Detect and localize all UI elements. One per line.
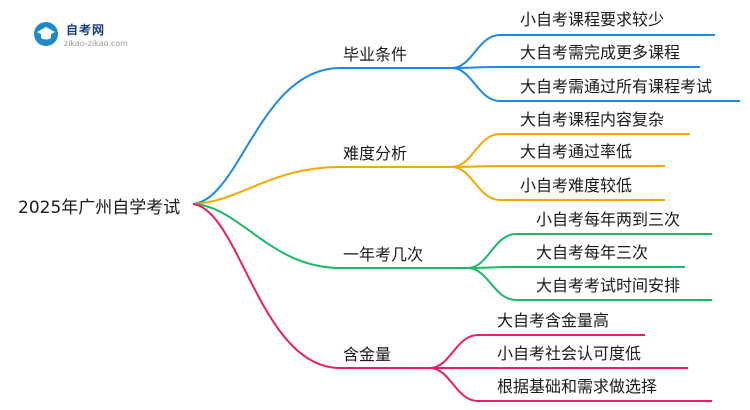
leaf-connector: [467, 233, 712, 269]
branch-topic-value: 含金量: [343, 345, 391, 364]
leaf-topic: 大自考通过率低: [520, 142, 632, 161]
leaf-connector: [429, 367, 712, 402]
leaf-connector: [451, 133, 690, 168]
leaf-topic: 大自考每年三次: [536, 243, 648, 262]
leaf-topic: 小自考每年两到三次: [536, 210, 680, 229]
root-topic: 2025年广州自学考试: [18, 198, 180, 218]
leaf-topic: 大自考考试时间安排: [536, 276, 680, 295]
leaf-connector: [467, 266, 685, 269]
leaf-connector: [467, 267, 712, 301]
leaf-topic: 小自考难度较低: [520, 176, 632, 195]
branch-connector: [192, 203, 468, 269]
leaf-topic: 大自考需完成更多课程: [520, 43, 680, 62]
branch-connector: [192, 203, 430, 369]
leaf-connector: [451, 34, 715, 69]
branch-topic-exams-per-year: 一年考几次: [343, 245, 423, 264]
leaf-connector: [429, 334, 645, 369]
leaf-topic: 大自考课程内容复杂: [520, 110, 664, 129]
leaf-topic: 小自考课程要求较少: [520, 10, 664, 29]
leaf-topic: 小自考社会认可度低: [497, 344, 641, 363]
branch-connector: [192, 67, 452, 205]
logo-url: zikao-zikao.com: [64, 39, 128, 48]
branch-topic-graduation-conditions: 毕业条件: [343, 45, 407, 64]
leaf-topic: 大自考含金量高: [497, 311, 609, 330]
leaf-connector: [451, 67, 740, 102]
graduation-cap-icon: [34, 22, 58, 46]
leaf-topic: 根据基础和需求做选择: [497, 377, 657, 396]
branch-topic-difficulty-analysis: 难度分析: [343, 144, 407, 163]
leaf-connector: [451, 66, 700, 69]
leaf-connector: [451, 165, 665, 168]
logo-title: 自考网: [66, 23, 106, 37]
leaf-topic: 大自考需通过所有课程考试: [520, 77, 712, 96]
branch-connector: [192, 166, 452, 205]
leaf-connector: [451, 166, 665, 201]
site-logo[interactable]: 自考网 zikao-zikao.com: [30, 18, 140, 52]
